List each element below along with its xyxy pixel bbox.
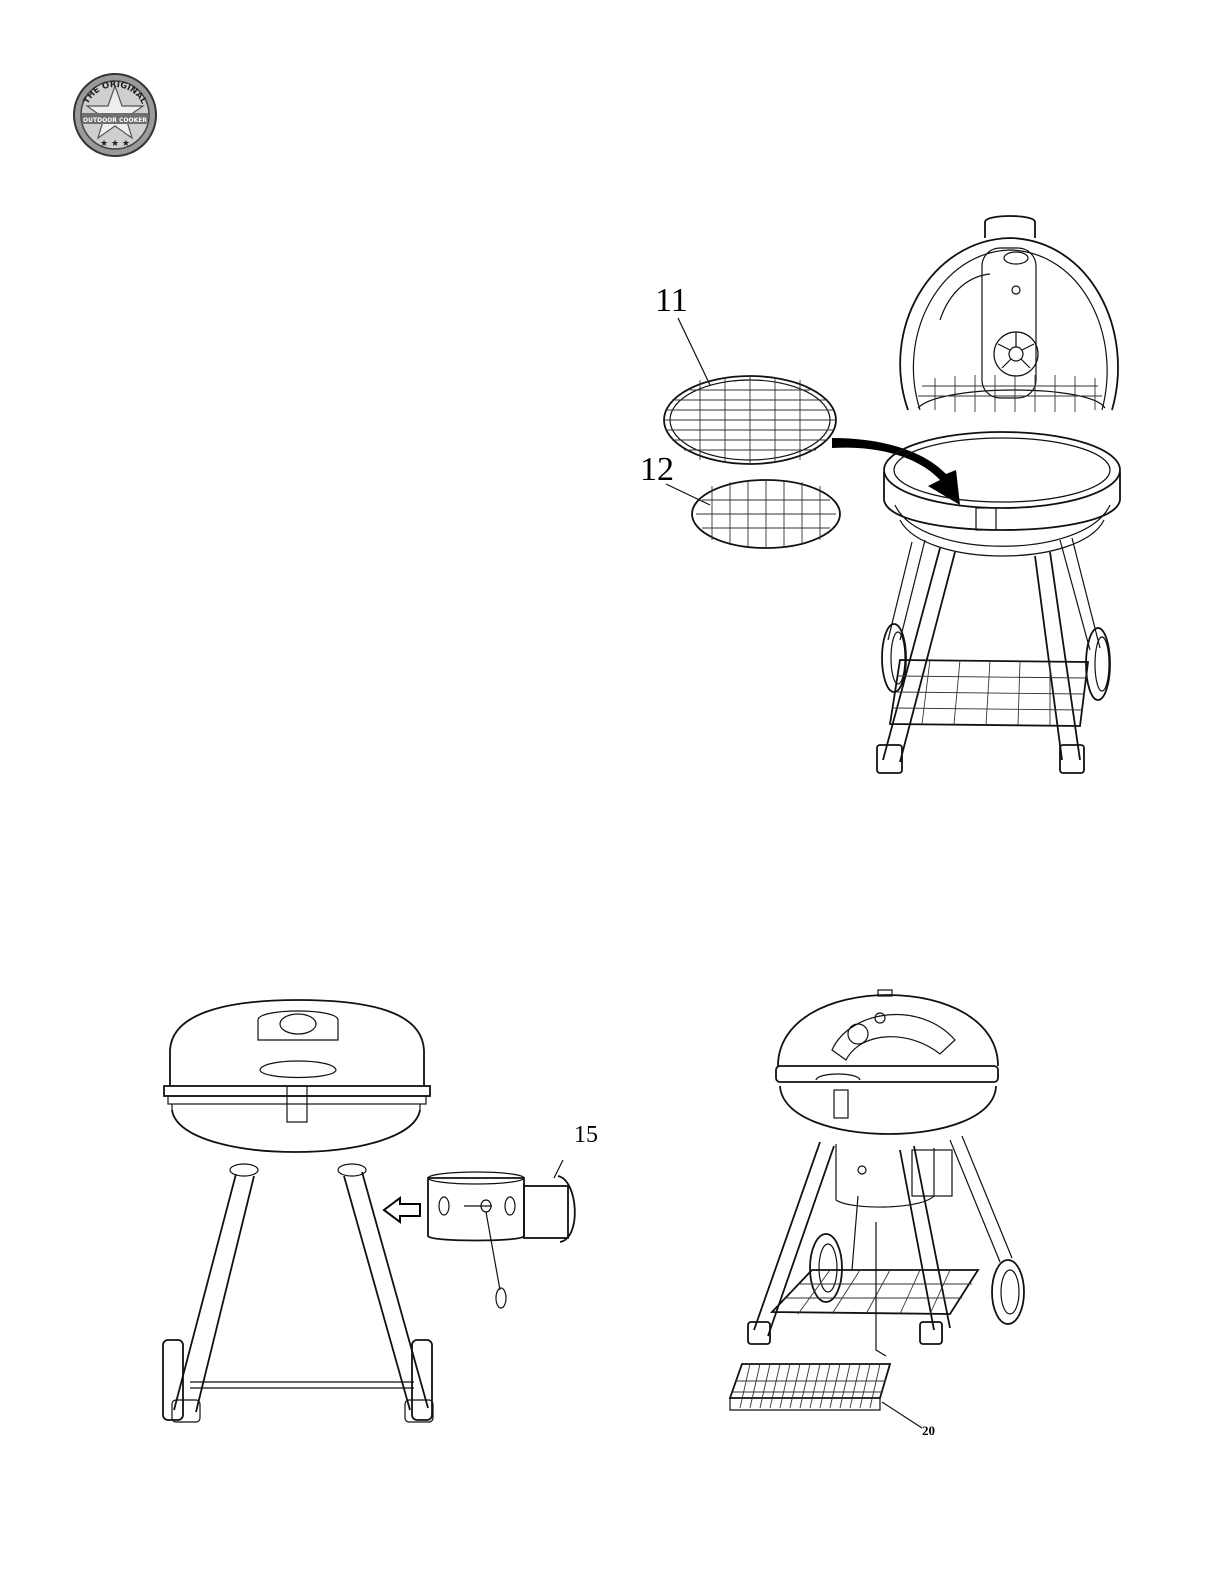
figure-install-grates <box>664 216 1120 773</box>
figure-install-basket <box>730 990 1024 1428</box>
grill-bowl <box>884 432 1120 556</box>
part-callout-15: 15 <box>574 1123 598 1147</box>
part-callout-20: 20 <box>922 1424 935 1437</box>
grill-stand <box>877 538 1110 773</box>
ash-catcher-15 <box>428 1160 575 1308</box>
cooking-grate-11 <box>664 376 836 464</box>
part-callout-12: 12 <box>640 453 674 487</box>
grill-closed-view <box>748 990 1024 1356</box>
grill-lid-open <box>900 216 1118 412</box>
insert-arrow-icon <box>832 438 960 505</box>
basket-20 <box>730 1364 922 1428</box>
slide-in-arrow-icon <box>384 1198 420 1222</box>
charcoal-grate-12 <box>692 480 840 548</box>
part-callout-11: 11 <box>655 284 688 318</box>
figure-install-ash-catcher <box>163 1000 575 1422</box>
